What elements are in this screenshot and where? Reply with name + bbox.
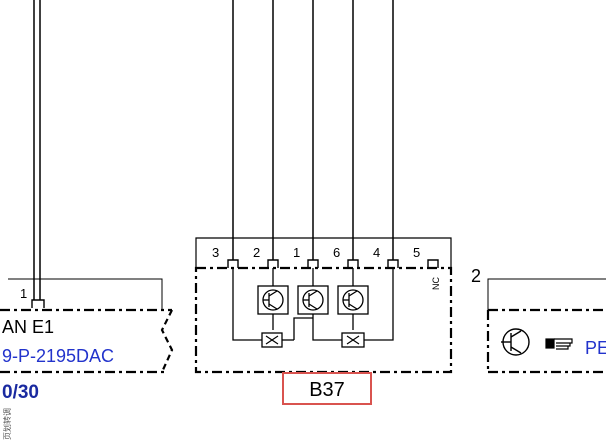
right-component-top-line — [487, 278, 606, 310]
connector-top-outline — [195, 237, 452, 270]
transistor-icon — [262, 289, 284, 311]
pin-number-4: 4 — [373, 245, 380, 260]
pin-number-3: 3 — [212, 245, 219, 260]
transistor-icon — [302, 289, 324, 311]
left-wire-reference[interactable]: 0/30 — [2, 382, 39, 403]
pin-number-5: 5 — [413, 245, 420, 260]
terminal-4 — [387, 259, 399, 268]
transistor-q3 — [337, 285, 369, 315]
left-part-number-link[interactable]: 9-P-2195DAC — [2, 346, 114, 366]
pin-number-2: 2 — [253, 245, 260, 260]
wire-3-to-diode1 — [232, 268, 262, 341]
diode-d1 — [261, 332, 283, 348]
pointing-hand-icon[interactable] — [545, 338, 573, 350]
left-side-text: 页划转调 — [2, 408, 12, 440]
wire-diode1-up — [293, 317, 313, 340]
terminal-6 — [347, 259, 359, 268]
left-component-top-line — [8, 278, 163, 310]
left-component: 1 AN E1 9-P-2195DAC 0/30 页划转调 — [0, 278, 174, 440]
component-id-label[interactable]: B37 — [309, 379, 345, 401]
left-terminal — [31, 299, 45, 308]
component-id-box — [282, 372, 372, 405]
pin-number-1: 1 — [293, 245, 300, 260]
terminal-3 — [227, 259, 239, 268]
wire-diode2-to-4 — [364, 268, 394, 341]
transistor-icon — [501, 328, 530, 356]
left-component-name: AN E1 — [2, 317, 54, 337]
internal-wiring — [232, 268, 394, 341]
pin-number-6: 6 — [333, 245, 340, 260]
right-component-label[interactable]: PE — [585, 338, 606, 358]
nc-label: NC — [431, 277, 441, 290]
diode-d2 — [341, 332, 365, 348]
terminal-5 — [427, 259, 439, 268]
right-component: 2 PE — [471, 266, 606, 374]
pin-terminals — [227, 259, 439, 268]
transistor-q1 — [257, 285, 289, 315]
component-dashed-outline — [194, 266, 453, 374]
transistor-icon — [342, 289, 364, 311]
terminal-1 — [307, 259, 319, 268]
diode-icon — [346, 335, 360, 345]
left-pin-number: 1 — [20, 286, 27, 301]
pin-numbers: 3 2 1 6 4 5 — [212, 245, 420, 260]
right-pin-number: 2 — [471, 266, 481, 286]
vertical-wires — [33, 0, 394, 300]
terminal-2 — [267, 259, 279, 268]
transistor-q2 — [297, 285, 329, 315]
diode-icon — [265, 335, 279, 345]
wire-q2-to-diode2 — [312, 314, 342, 341]
